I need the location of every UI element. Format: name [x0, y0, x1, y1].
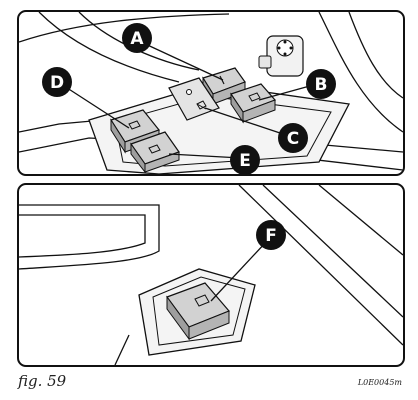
callout-b: B [306, 69, 336, 99]
passenger-panel-illustration: F [19, 185, 403, 365]
door-trim-lines [19, 185, 403, 365]
door-panel-passenger-view: F [17, 183, 405, 367]
callout-e-label: E [239, 151, 251, 171]
figure-caption: fig. 59 [18, 372, 67, 390]
callout-c: C [278, 123, 308, 153]
switch-f[interactable] [166, 282, 231, 341]
callout-b-label: B [315, 75, 328, 95]
callout-a-label: A [130, 29, 144, 49]
switch-b[interactable] [230, 83, 277, 124]
switch-housing-inner [152, 276, 246, 346]
mirror-adjust-control[interactable] [258, 35, 304, 77]
callout-leader-lines [60, 41, 318, 159]
figure-code: L0E0045m [357, 378, 402, 387]
door-panel-top-view: A B C D E [17, 10, 405, 176]
callout-e: E [230, 145, 260, 174]
door-panel-illustration: A B C D E [19, 12, 403, 174]
callout-d-label: D [50, 73, 64, 93]
callout-f: F [256, 220, 286, 250]
callout-a: A [122, 23, 152, 53]
switch-c[interactable] [168, 77, 220, 121]
callout-f-label: F [265, 226, 277, 246]
callout-c-label: C [287, 129, 299, 149]
switch-e[interactable] [130, 131, 180, 174]
callout-leader-line-f [210, 240, 268, 302]
callout-d: D [42, 67, 72, 97]
